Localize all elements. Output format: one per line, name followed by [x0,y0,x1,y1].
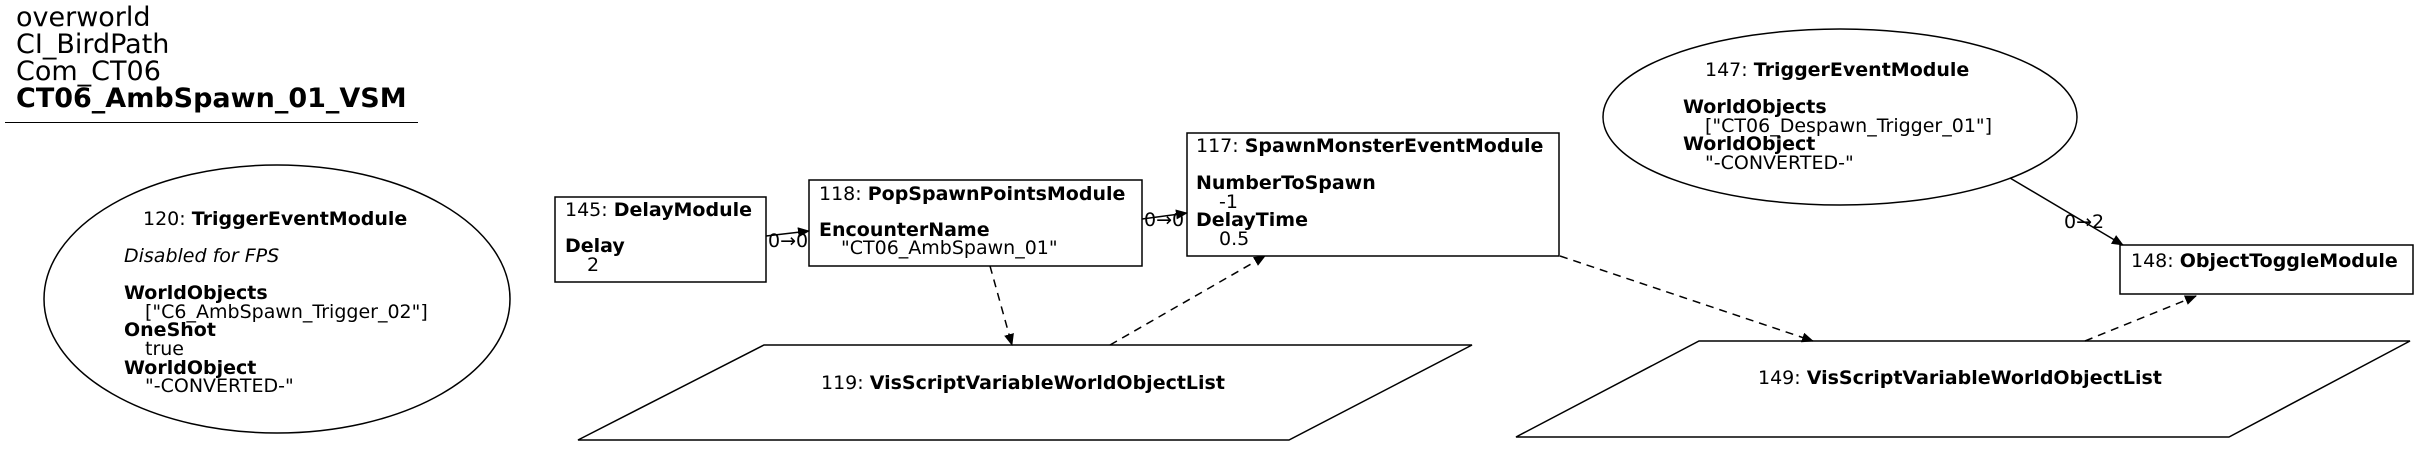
svg-text:2: 2 [587,254,599,276]
svg-text:149: VisScriptVariableWorldObj: 149: VisScriptVariableWorldObjectList [1758,367,2162,389]
node-120-note: Disabled for FPS [124,245,279,267]
svg-text:["C6_AmbSpawn_Trigger_02"]: ["C6_AmbSpawn_Trigger_02"] [145,301,428,323]
title-line-2: CI_BirdPath [16,29,170,60]
svg-text:148: ObjectToggleModule: 148: ObjectToggleModule [2131,250,2398,272]
svg-text:["CT06_Despawn_Trigger_01"]: ["CT06_Despawn_Trigger_01"] [1705,115,1992,137]
svg-text:0.5: 0.5 [1219,228,1249,250]
svg-text:117: SpawnMonsterEventModule: 117: SpawnMonsterEventModule [1196,135,1543,157]
node-145-delay-module[interactable]: 145: DelayModule Delay 2 [554,196,767,283]
svg-text:EncounterName: EncounterName [819,219,990,241]
svg-text:WorldObject: WorldObject [1683,133,1815,155]
svg-text:NumberToSpawn: NumberToSpawn [1196,172,1376,194]
node-148-object-toggle-module[interactable]: 148: ObjectToggleModule [2119,244,2414,295]
svg-text:145: DelayModule: 145: DelayModule [565,199,752,221]
svg-text:Delay: Delay [565,235,625,257]
svg-text:"CT06_AmbSpawn_01": "CT06_AmbSpawn_01" [841,237,1058,259]
edges [765,177,2197,346]
node-147-trigger-event-module[interactable]: 147: TriggerEventModule WorldObjects ["C… [1602,28,2078,206]
svg-text:-1: -1 [1219,191,1238,213]
edge-label-147-148: 0→2 [2064,211,2104,233]
svg-text:"-CONVERTED-": "-CONVERTED-" [145,375,294,397]
node-120-trigger-event-module[interactable]: 120: TriggerEventModule Disabled for FPS… [43,164,511,434]
svg-text:DelayTime: DelayTime [1196,209,1308,231]
svg-text:WorldObjects: WorldObjects [1683,96,1827,118]
svg-text:120: TriggerEventModule: 120: TriggerEventModule [143,208,407,230]
edge-label-145-118: 0→0 [768,230,808,252]
svg-text:119: VisScriptVariableWorldObj: 119: VisScriptVariableWorldObjectList [821,372,1225,394]
node-119-vis-script-variable-world-object-list[interactable]: 119: VisScriptVariableWorldObjectList [577,344,1473,441]
edge-117-149[interactable] [1559,255,1814,343]
edge-118-117[interactable] [1141,209,1188,220]
edge-label-118-117: 0→0 [1144,209,1184,231]
edge-119-117[interactable] [1109,255,1266,346]
title-line-4: CT06_AmbSpawn_01_VSM [16,83,407,114]
svg-text:"-CONVERTED-": "-CONVERTED-" [1705,152,1854,174]
node-117-spawn-monster-event-module[interactable]: 117: SpawnMonsterEventModule NumberToSpa… [1186,132,1560,257]
graph-title: overworld CI_BirdPath Com_CT06 CT06_AmbS… [16,4,407,112]
edge-147-148[interactable] [2009,177,2124,246]
edge-118-119[interactable] [989,265,1014,346]
title-underline [5,122,418,123]
svg-text:147: TriggerEventModule: 147: TriggerEventModule [1705,59,1969,81]
svg-text:OneShot: OneShot [124,319,216,341]
title-line-1: overworld [16,2,151,33]
svg-text:WorldObject: WorldObject [124,357,256,379]
svg-text:118: PopSpawnPointsModule: 118: PopSpawnPointsModule [819,183,1125,205]
svg-text:WorldObjects: WorldObjects [124,282,268,304]
edge-149-148[interactable] [2084,295,2197,342]
node-149-vis-script-variable-world-object-list[interactable]: 149: VisScriptVariableWorldObjectList [1515,340,2411,438]
edge-145-118[interactable] [765,227,810,238]
svg-text:true: true [145,338,184,360]
node-118-pop-spawn-points-module[interactable]: 118: PopSpawnPointsModule EncounterName … [808,179,1143,267]
title-line-3: Com_CT06 [16,56,161,87]
